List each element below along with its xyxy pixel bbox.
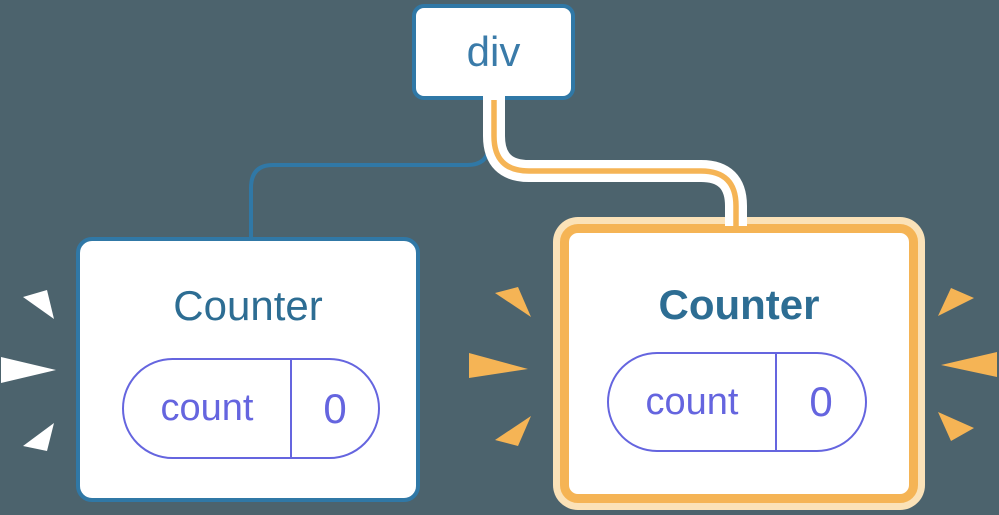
counter-node-right-highlighted: Counter count 0 bbox=[560, 224, 918, 503]
state-pill-right: count 0 bbox=[607, 352, 867, 452]
burst-ray bbox=[23, 423, 54, 451]
counter-right-title: Counter bbox=[658, 281, 820, 328]
burst-ray bbox=[941, 352, 997, 377]
burst-ray bbox=[1, 357, 56, 383]
state-value-right: 0 bbox=[809, 378, 833, 425]
tree-node-div: div bbox=[412, 4, 575, 100]
state-key-left: count bbox=[124, 360, 292, 457]
counter-node-left: Counter count 0 bbox=[76, 237, 420, 502]
burst-ray bbox=[495, 416, 531, 446]
counter-left-title: Counter bbox=[173, 282, 323, 329]
edge-div-to-left-counter bbox=[249, 94, 491, 240]
burst-ray bbox=[938, 412, 974, 441]
burst-ray bbox=[938, 288, 974, 316]
burst-ray bbox=[23, 290, 54, 319]
state-value-left: 0 bbox=[323, 384, 347, 432]
state-key-right: count bbox=[609, 354, 777, 450]
edge-div-to-right-counter bbox=[491, 100, 739, 231]
burst-ray bbox=[469, 353, 528, 378]
tree-node-div-label: div bbox=[466, 28, 521, 75]
burst-icon-right-counter-outer bbox=[938, 288, 997, 441]
burst-icon-left-counter bbox=[1, 290, 56, 451]
state-pill-left: count 0 bbox=[122, 358, 380, 459]
burst-icon-right-counter-inner bbox=[469, 287, 531, 446]
burst-ray bbox=[495, 287, 531, 317]
edge-highlight-casing bbox=[483, 90, 747, 226]
